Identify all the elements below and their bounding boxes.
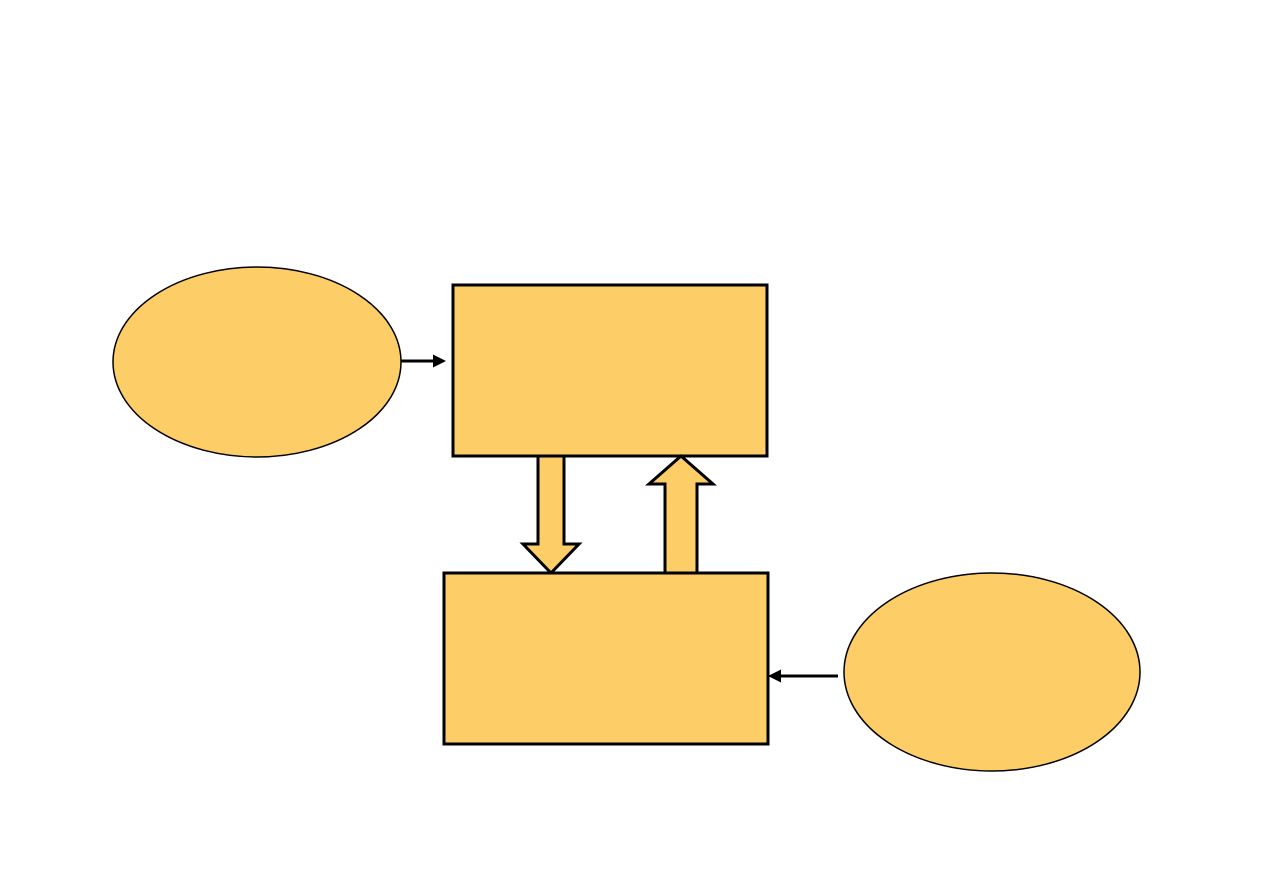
block-arrow-up xyxy=(645,454,717,575)
left-ellipse-node xyxy=(112,266,402,458)
arrow-right-to-bottom-box xyxy=(768,669,838,683)
right-ellipse-node xyxy=(843,572,1141,772)
block-arrow-down xyxy=(519,454,583,576)
arrow-left-to-top-box xyxy=(401,354,446,368)
top-box-node xyxy=(451,283,769,458)
bottom-box-node xyxy=(442,571,770,746)
